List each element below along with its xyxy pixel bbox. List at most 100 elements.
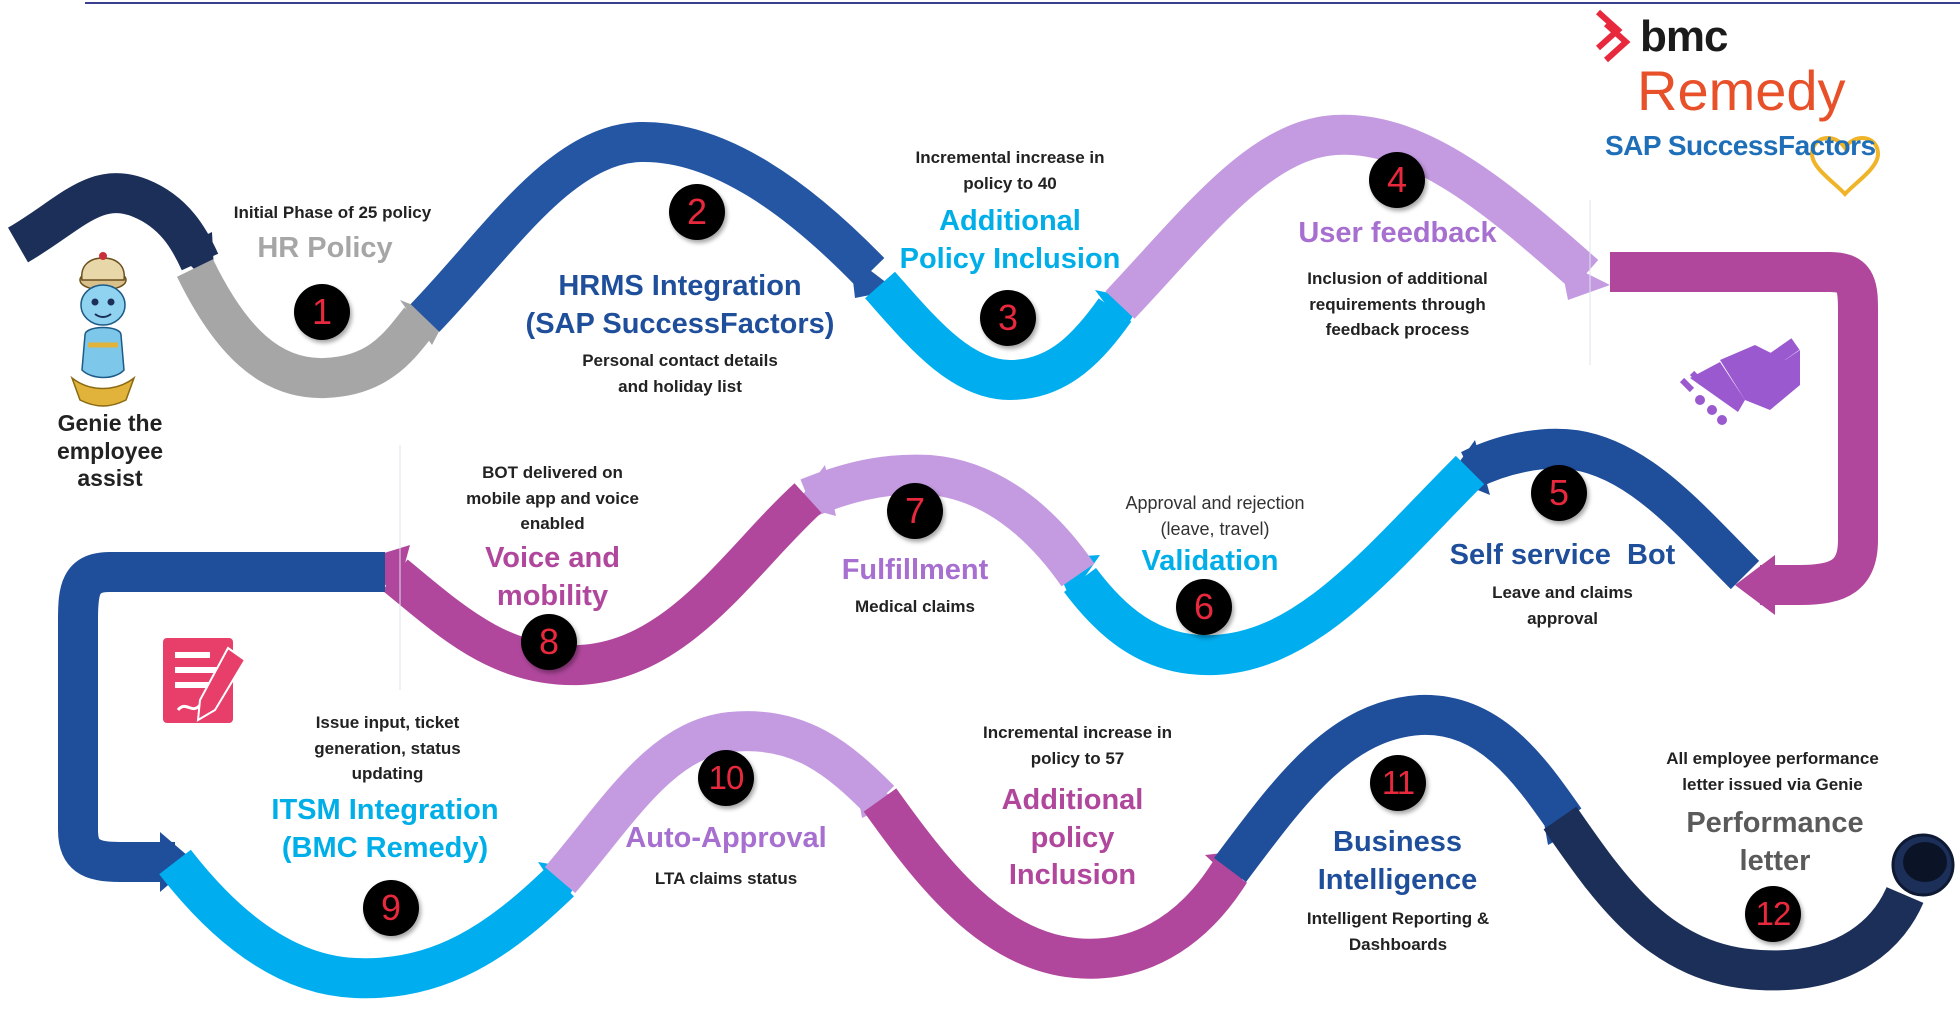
step3-title: Additional Policy Inclusion	[880, 203, 1140, 278]
step9-note-line: updating	[351, 764, 424, 783]
arrow-step10	[855, 778, 900, 818]
path-uturn-blue	[58, 552, 385, 882]
genie-label: Genie the employee assist	[40, 410, 180, 493]
path-step8-magenta	[382, 483, 822, 686]
arrow-step4	[1560, 260, 1610, 300]
bmc-logo-text: bmc	[1640, 12, 1728, 61]
step11-note-line: policy to 57	[1030, 748, 1125, 768]
path-step3-cyan	[865, 271, 1132, 401]
step9-note: Issue input, ticket generation, status u…	[280, 710, 495, 787]
genie-label-line: employee	[56, 437, 164, 464]
step5-marker: 5	[1531, 465, 1587, 521]
step6-title: Validation	[1141, 545, 1279, 577]
path-step6-cyan	[1064, 455, 1485, 676]
path-step2-blue	[410, 121, 885, 332]
step12-note-line: letter issued via Genie	[1682, 774, 1863, 794]
path-start-navy	[7, 173, 219, 271]
step8-note-line: BOT delivered on	[482, 463, 623, 482]
step7-desc: Medical claims	[854, 597, 975, 616]
step3-note-line: policy to 40	[963, 173, 1057, 193]
step10-marker: 10	[698, 750, 754, 806]
step11-note: Incremental increase in policy to 57	[950, 720, 1205, 771]
path-uturn-magenta	[1610, 252, 1879, 605]
step11-marker: 11	[1370, 755, 1426, 811]
genie-icon	[70, 252, 136, 407]
step5-title: Self service Bot	[1449, 539, 1676, 571]
step11-title-line: Additional	[1001, 784, 1144, 816]
step8-title-line: Voice and	[485, 542, 620, 574]
bmc-logo-icon	[1595, 9, 1631, 63]
step4-desc-line: Inclusion of additional	[1307, 269, 1488, 288]
step12-title: Performance letter	[1670, 805, 1880, 880]
step11-title-line: policy	[1030, 821, 1115, 854]
heart-icon	[1809, 136, 1881, 197]
step3-title-line: Additional	[939, 205, 1081, 237]
step2-title: HRMS Integration (SAP SuccessFactors)	[520, 268, 840, 343]
step8-title-line: mobility	[496, 579, 609, 612]
path-step7-lilac	[800, 454, 1095, 587]
bi-title-line: Business	[1333, 826, 1462, 858]
sap-logo-text: SAP SuccessFactors	[1605, 130, 1876, 161]
handshake-icon	[1679, 338, 1800, 425]
step3-note: Incremental increase in policy to 40	[880, 145, 1140, 196]
path-step12-blue	[1213, 694, 1582, 882]
remedy-logo-text: Remedy	[1637, 59, 1846, 122]
step8-marker: 8	[521, 614, 577, 670]
genie-label-line: assist	[77, 465, 143, 492]
path-step1-gray	[177, 259, 436, 399]
path-step5-blue	[1461, 428, 1760, 590]
step10-desc: LTA claims status	[654, 869, 798, 888]
path-step10-lilac	[544, 711, 895, 894]
step6-marker: 6	[1176, 579, 1232, 635]
step12-note-line: All employee performance	[1666, 749, 1879, 768]
step6-note-line: Approval and rejection	[1125, 493, 1305, 513]
step8-note-line: mobile app and voice	[466, 488, 639, 508]
path-end-hole	[1903, 842, 1947, 882]
step9-title: ITSM Integration (BMC Remedy)	[255, 792, 515, 867]
step5-desc: Leave and claims approval	[1450, 580, 1675, 631]
step12-title-line: Performance	[1686, 807, 1864, 839]
path-step4-lilac	[1105, 114, 1599, 319]
path-step9-cyan	[159, 849, 574, 999]
step8-note: BOT delivered on mobile app and voice en…	[445, 460, 660, 537]
step9-title-line: ITSM Integration	[271, 794, 499, 826]
step10-title: Auto-Approval	[625, 822, 827, 854]
step7-marker: 7	[887, 483, 943, 539]
step3-marker: 3	[980, 290, 1036, 346]
step2-desc-line: Personal contact details	[582, 351, 778, 370]
step2-title-line: HRMS Integration	[558, 270, 802, 302]
step1-title: HR Policy	[257, 232, 393, 264]
step4-marker: 4	[1369, 152, 1425, 208]
step4-desc-line: feedback process	[1325, 320, 1470, 339]
arrow-uturn	[1735, 555, 1775, 615]
step6-note-line: (leave, travel)	[1160, 519, 1270, 540]
step8-note-line: enabled	[520, 514, 585, 533]
step1-marker: 1	[294, 284, 350, 340]
step9-note-line: generation, status	[314, 738, 461, 758]
bi-desc-line: Intelligent Reporting &	[1306, 909, 1490, 928]
genie-label-line: Genie the	[57, 410, 163, 436]
path-end-navy	[1543, 806, 1924, 991]
step3-title-line: Policy Inclusion	[899, 242, 1121, 275]
step11-note-line: Incremental increase in	[983, 723, 1172, 742]
bi-desc-line: Dashboards	[1348, 934, 1448, 954]
step12-note: All employee performance letter issued v…	[1640, 746, 1905, 797]
bi-desc: Intelligent Reporting & Dashboards	[1283, 906, 1513, 957]
step2-desc-line: and holiday list	[618, 376, 742, 396]
step6-note: Approval and rejection (leave, travel)	[1095, 490, 1335, 542]
step11-title: Additional policy Inclusion	[975, 782, 1170, 895]
step4-desc: Inclusion of additional requirements thr…	[1270, 266, 1525, 343]
step12-marker: 12	[1745, 886, 1801, 942]
step5-desc-line: approval	[1527, 608, 1598, 628]
step8-title: Voice and mobility	[460, 540, 645, 615]
step5-desc-line: Leave and claims	[1492, 583, 1633, 602]
step9-note-line: Issue input, ticket	[315, 713, 460, 732]
step12-title-line: letter	[1739, 844, 1811, 877]
step4-title: User feedback	[1298, 217, 1497, 249]
step4-desc-line: requirements through	[1309, 294, 1486, 314]
step9-title-line: (BMC Remedy)	[281, 831, 489, 864]
path-step11-magenta	[863, 788, 1247, 979]
step3-note-line: Incremental increase in	[915, 148, 1105, 167]
bi-title-line: Intelligence	[1317, 863, 1478, 896]
